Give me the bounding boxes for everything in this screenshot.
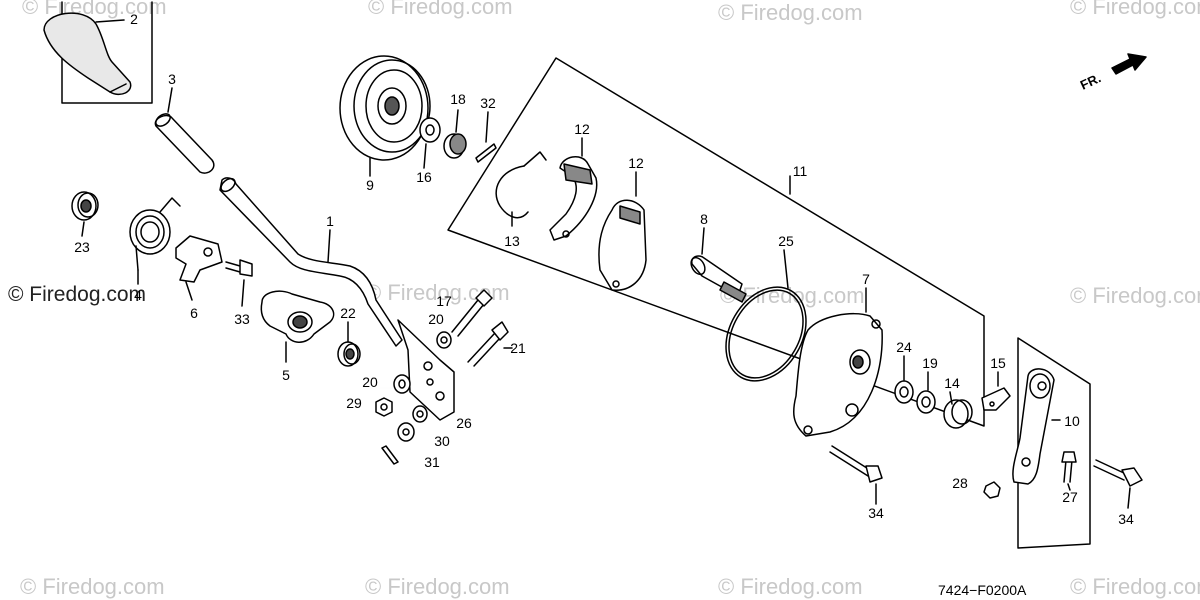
washer-part (916, 390, 936, 414)
part-number-3: 3 (168, 71, 176, 87)
nut-part (412, 405, 428, 423)
part-number-4: 4 (134, 287, 142, 303)
part-number-15: 15 (990, 355, 1006, 371)
part-number-10: 10 (1064, 413, 1080, 429)
part-number-30: 30 (434, 433, 450, 449)
bolt-part (451, 289, 493, 337)
part-number-8: 8 (700, 211, 708, 227)
brake-shaft (690, 255, 747, 303)
part-number-28: 28 (952, 475, 968, 491)
lever-boot (260, 290, 335, 343)
part-number-24: 24 (896, 339, 912, 355)
part-number-2: 2 (130, 11, 138, 27)
part-number-34: 34 (868, 505, 884, 521)
grip-cover (43, 12, 132, 96)
part-number-32: 32 (480, 95, 496, 111)
bearing-part (894, 380, 914, 404)
part-number-5: 5 (282, 367, 290, 383)
brake-drum (792, 312, 883, 437)
watermark: © Firedog.com (718, 574, 863, 599)
brake-spring (495, 151, 547, 219)
part-number-29: 29 (346, 395, 362, 411)
bolt-part (225, 259, 253, 277)
torsion-spring (129, 197, 181, 271)
washer-part (419, 117, 441, 143)
watermark: © Firedog.com (368, 0, 513, 19)
bolt-part (467, 321, 509, 367)
drive-pulley (339, 55, 431, 161)
part-number-7: 7 (862, 271, 870, 287)
nut-part (983, 481, 1001, 499)
brake-shoe (549, 156, 598, 241)
part-number-31: 31 (424, 454, 440, 470)
brake-cam (943, 399, 973, 429)
part-number-9: 9 (366, 177, 374, 193)
pin-part (381, 445, 399, 465)
watermark: © Firedog.com (20, 574, 165, 599)
part-number-6: 6 (190, 305, 198, 321)
part-number-11: 11 (793, 163, 808, 179)
part-number-14: 14 (944, 375, 960, 391)
seal-part (337, 341, 361, 367)
washer-part (397, 422, 415, 442)
shift-bracket (175, 235, 223, 283)
part-number-33: 33 (234, 311, 250, 327)
part-number-1: 1 (326, 213, 334, 229)
washer-part (393, 374, 411, 394)
brake-arm (1012, 368, 1055, 485)
watermark-main: © Firedog.com (8, 283, 147, 306)
watermark: © Firedog.com (1070, 0, 1200, 19)
part-number-18: 18 (450, 91, 466, 107)
part-number-23: 23 (74, 239, 90, 255)
nut-part (375, 397, 393, 417)
o-ring (725, 286, 807, 382)
watermark: © Firedog.com (718, 0, 863, 25)
brake-shoe (598, 199, 647, 291)
bolt-part (829, 445, 883, 483)
cotter-pin (475, 143, 497, 163)
lever-grip (154, 113, 215, 174)
part-number-26: 26 (456, 415, 472, 431)
part-number-20: 20 (428, 311, 444, 327)
watermark: © Firedog.com (1070, 574, 1200, 599)
brake-assembly-frame (447, 57, 985, 427)
part-number-19: 19 (922, 355, 938, 371)
watermark: © Firedog.com (22, 0, 167, 19)
part-number-13: 13 (504, 233, 520, 249)
part-number-25: 25 (778, 233, 794, 249)
lever-rod (219, 177, 455, 421)
part-number-17: 17 (436, 293, 452, 309)
washer-part (436, 331, 452, 349)
part-number-16: 16 (416, 169, 432, 185)
front-arrow-icon (1111, 53, 1147, 75)
part-number-34: 34 (1118, 511, 1134, 527)
part-number-20: 20 (362, 374, 378, 390)
watermark: © Firedog.com (365, 574, 510, 599)
part-number-12: 12 (628, 155, 644, 171)
nut-part (71, 191, 99, 221)
watermark: © Firedog.com (1070, 283, 1200, 308)
part-number-27: 27 (1062, 489, 1078, 505)
clip-part (981, 387, 1011, 411)
diagram-code: 7424−F0200A (938, 582, 1027, 598)
bolt-part (1061, 451, 1077, 483)
part-number-22: 22 (340, 305, 356, 321)
part-number-12: 12 (574, 121, 590, 137)
castle-nut (443, 133, 467, 159)
bolt-part (1093, 459, 1143, 487)
part-number-21: 21 (510, 340, 526, 356)
